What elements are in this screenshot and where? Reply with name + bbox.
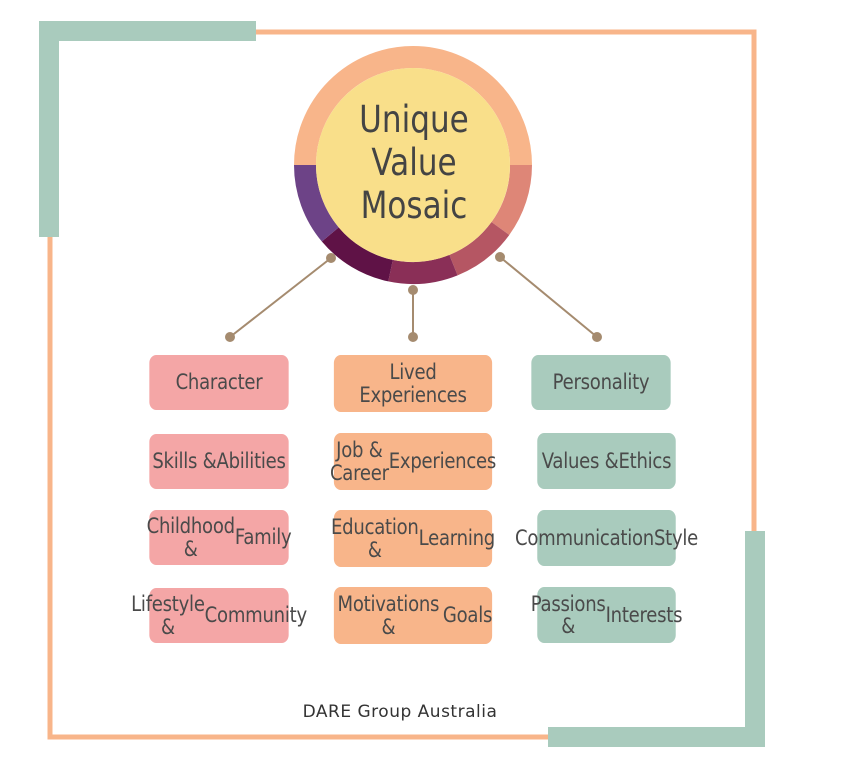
box-label-line-1: Values &	[541, 448, 619, 473]
box-communication-style: Communication Style	[515, 510, 698, 566]
box-values-ethics: Values & Ethics	[537, 433, 676, 489]
box-job-career: Job & Career Experiences	[330, 433, 496, 490]
central-title-line-1: Unique	[359, 98, 469, 141]
box-label-line-2: Interests	[605, 602, 683, 627]
connector-right	[499, 256, 598, 338]
box-label-line-2: Experiences	[388, 449, 497, 474]
central-circle	[316, 68, 510, 262]
ring-segment-lower-left	[321, 227, 394, 282]
connector-left	[229, 257, 332, 338]
box-label-line-2: Ethics	[618, 448, 672, 473]
box-label-line-1: Communication	[514, 525, 654, 550]
central-title-line-3: Mosaic	[360, 184, 468, 227]
box-character: Character	[149, 355, 289, 410]
frame-orange-top-right	[240, 29, 757, 550]
connector-left-start-dot	[326, 253, 336, 263]
box-label-line-2: Family	[234, 525, 292, 550]
box-label-line-1: Skills &	[152, 449, 217, 474]
footer-credit: DARE Group Australia	[302, 702, 498, 722]
box-label-line-1: Childhood &	[146, 514, 236, 561]
box-label-line-2: Style	[653, 525, 699, 550]
ring-segment-right	[491, 164, 532, 235]
ring-segment-lower-right	[448, 221, 510, 276]
box-label-line-1: Job & Career	[329, 438, 389, 485]
box-education-learning: Education & Learning	[331, 510, 496, 567]
connector-left-end-dot	[225, 332, 235, 342]
ring-segment-left	[294, 164, 339, 242]
connector-middle-end-dot	[408, 332, 418, 342]
box-lived-experiences: Lived Experiences	[333, 355, 493, 412]
box-label-line-1: Lifestyle &	[131, 592, 205, 639]
ring-segment-top	[294, 46, 532, 166]
box-label-line-1: Motivations &	[337, 592, 440, 639]
box-label-line-1: Education &	[331, 515, 419, 562]
box-motivations-goals: Motivations & Goals	[333, 587, 493, 644]
box-label-line-2: Goals	[442, 603, 493, 628]
ring-segment-bottom	[388, 254, 458, 284]
box-label-line-2: Learning	[418, 526, 496, 551]
frame-green-top-left	[39, 21, 256, 237]
box-personality-label: Personality	[552, 370, 650, 395]
central-ring	[294, 46, 532, 284]
connectors	[225, 252, 602, 342]
central-title: Unique Value Mosaic	[330, 98, 498, 227]
frame-orange-bottom-left	[47, 230, 560, 740]
box-lifestyle-community: Lifestyle & Community	[131, 588, 307, 643]
box-character-label: Character	[175, 370, 263, 395]
box-skills-abilities: Skills & Abilities	[149, 434, 289, 489]
box-lived-experiences-label: Lived Experiences	[359, 360, 467, 407]
box-label-line-1: Passions &	[530, 591, 606, 638]
box-personality: Personality	[531, 355, 671, 410]
box-label-line-2: Abilities	[216, 449, 286, 474]
box-passions-interests: Passions & Interests	[531, 587, 683, 643]
box-childhood-family: Childhood & Family	[146, 510, 292, 565]
connector-right-end-dot	[592, 332, 602, 342]
connector-right-start-dot	[495, 252, 505, 262]
box-label-line-2: Community	[204, 603, 307, 628]
central-title-line-2: Value	[371, 141, 457, 184]
connector-middle-start-dot	[408, 285, 418, 295]
frame-green-bottom-right	[548, 531, 765, 747]
